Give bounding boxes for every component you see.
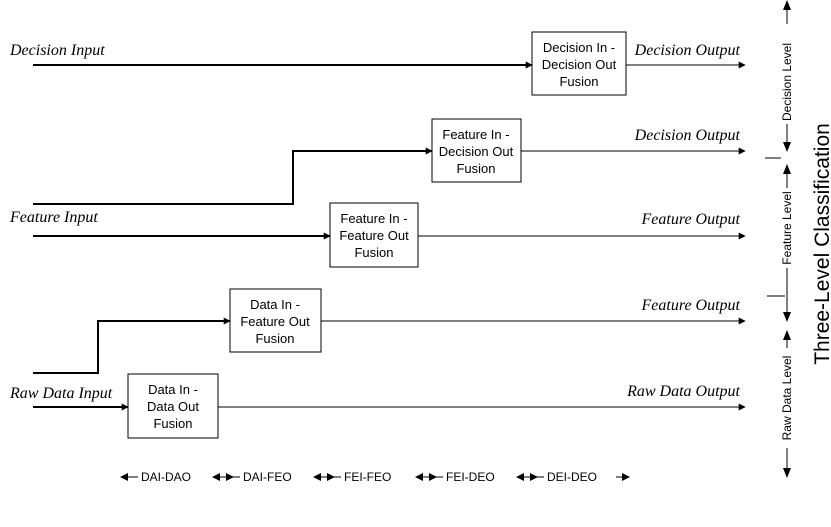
box-line: Feature Out (240, 314, 310, 329)
legend-arrow-icon (516, 473, 524, 481)
box-line: Data Out (147, 399, 199, 414)
input-arrow-data-feature (33, 317, 231, 374)
box-line: Data In - (148, 382, 198, 397)
input-label-raw: Raw Data Input (9, 385, 113, 402)
output-label-raw: Raw Data Output (626, 383, 740, 400)
box-line: Fusion (456, 161, 495, 176)
legend: DAI-DAO DAI-FEO FEI-FEO FEI-DEO DEI-DEO (120, 470, 630, 484)
fusion-box-fei-feo (329, 202, 419, 268)
fusion-box-dai-dao (127, 373, 219, 439)
output-label-decision: Decision Output (634, 42, 741, 59)
arrowhead-icon (783, 142, 791, 152)
level-label-decision: Decision Level (780, 43, 794, 121)
box-line: Fusion (559, 74, 598, 89)
legend-label-dei-deo: DEI-DEO (547, 470, 597, 484)
box-line: Data In - (250, 297, 300, 312)
box-line: Feature In - (442, 127, 509, 142)
box-line: Feature Out (339, 228, 409, 243)
input-label-decision: Decision Input (9, 42, 105, 59)
classification-title: Three-Level Classification (811, 123, 831, 365)
legend-arrow-icon (622, 473, 630, 481)
box-line: Fusion (153, 416, 192, 431)
legend-arrow-icon (212, 473, 220, 481)
box-line: Fusion (255, 331, 294, 346)
row-raw: Raw Data Input Data In - Data Out Fusion… (9, 373, 746, 439)
legend-label-dai-feo: DAI-FEO (243, 470, 292, 484)
legend-label-fei-deo: FEI-DEO (446, 470, 495, 484)
input-label-feature: Feature Input (9, 209, 98, 226)
level-label-raw: Raw Data Level (780, 356, 794, 441)
row-feature-decision: Feature In - Decision Out Fusion Decisio… (33, 118, 746, 205)
level-label-feature: Feature Level (780, 191, 794, 264)
arrowhead-icon (783, 0, 791, 10)
box-line: Fusion (354, 245, 393, 260)
legend-arrow-icon (415, 473, 423, 481)
fusion-box-dai-feo (229, 288, 322, 353)
arrowhead-icon (783, 164, 791, 174)
output-label-feature-decision: Decision Output (634, 127, 741, 144)
fusion-box-fei-deo (431, 118, 522, 183)
legend-arrow-icon (313, 473, 321, 481)
row-decision: Decision Input Decision In - Decision Ou… (9, 31, 746, 96)
legend-arrow-icon (120, 473, 128, 481)
arrowhead-icon (783, 330, 791, 340)
box-line: Decision Out (542, 57, 617, 72)
row-data-feature: Data In - Feature Out Fusion Feature Out… (33, 288, 746, 374)
box-line: Decision In - (543, 40, 615, 55)
output-label-feature: Feature Output (641, 211, 741, 228)
output-label-data-feature: Feature Output (641, 297, 741, 314)
input-arrow-feature-decision (33, 147, 433, 205)
arrowhead-icon (783, 312, 791, 322)
fusion-box-dei-deo (531, 31, 627, 96)
row-feature: Feature Input Feature In - Feature Out F… (9, 202, 746, 268)
legend-label-dai-dao: DAI-DAO (141, 470, 191, 484)
legend-label-fei-feo: FEI-FEO (344, 470, 391, 484)
level-axis: Decision Level Feature Level Raw Data Le… (765, 0, 794, 478)
box-line: Feature In - (340, 211, 407, 226)
arrowhead-icon (783, 468, 791, 478)
box-line: Decision Out (439, 144, 514, 159)
